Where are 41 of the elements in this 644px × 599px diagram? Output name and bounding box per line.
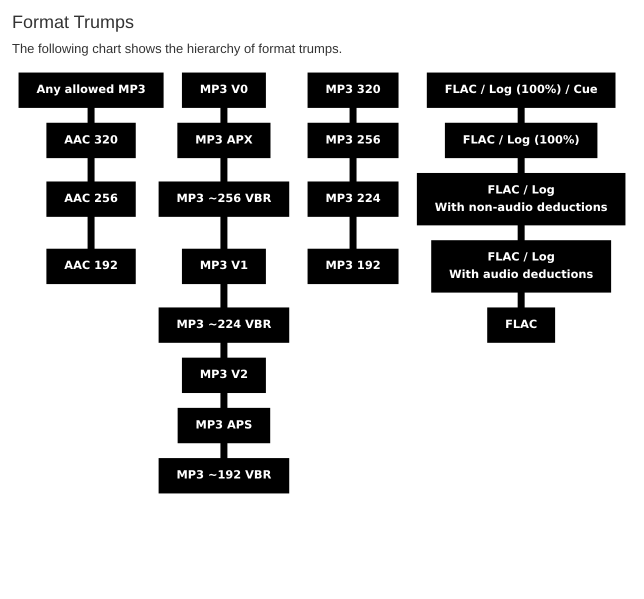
connector xyxy=(220,342,228,358)
connector xyxy=(220,392,228,408)
connector xyxy=(518,224,525,241)
node-box xyxy=(158,181,290,217)
node-box xyxy=(182,72,266,108)
connector xyxy=(220,158,228,182)
node-box xyxy=(426,72,616,108)
connector xyxy=(88,158,95,182)
note-text: The following chart shows the hierarchy of format trumps. xyxy=(12,41,344,56)
node-box xyxy=(487,307,556,343)
connector xyxy=(350,158,357,182)
connector xyxy=(350,216,357,250)
node-box xyxy=(158,458,290,494)
node-box xyxy=(158,307,290,343)
title: Format Trumps xyxy=(12,12,136,33)
connector xyxy=(518,292,525,308)
node-box xyxy=(46,181,136,217)
node-box xyxy=(18,72,164,108)
node-box xyxy=(308,248,399,284)
node-box xyxy=(431,240,612,293)
node-box xyxy=(308,122,399,158)
node-box xyxy=(308,181,399,217)
node-box xyxy=(444,122,598,158)
node-box xyxy=(308,72,399,108)
connector xyxy=(518,158,525,174)
node-box xyxy=(177,122,270,158)
connector xyxy=(220,442,228,459)
connector xyxy=(220,107,228,124)
node-box xyxy=(178,408,270,444)
connector xyxy=(220,284,228,308)
connector xyxy=(88,216,95,250)
connector xyxy=(220,216,228,250)
node-box xyxy=(416,172,626,226)
format-hierarchy-diagram: Any allowed MP3 AAC 320 AAC 256 AAC 192 MP3 V0 MP3 APX MP3 ~256 VBR MP3 V1 MP3 ~224 VBR MP3 V2 MP3 APS MP3 ~192 VBR MP3 320 MP3 256 MP3 224 MP3 192 FLAC / Log (100%) / Cue FLAC / Log (100%) FLAC / Log With non-audio deductions FLAC / Log With audio deductions FLAC xyxy=(12,66,632,566)
node-box xyxy=(46,122,136,158)
node-box xyxy=(46,248,136,284)
connector xyxy=(350,107,357,124)
node-box xyxy=(182,358,266,394)
connector xyxy=(518,107,525,124)
connector xyxy=(88,107,95,124)
node-box xyxy=(182,248,266,284)
